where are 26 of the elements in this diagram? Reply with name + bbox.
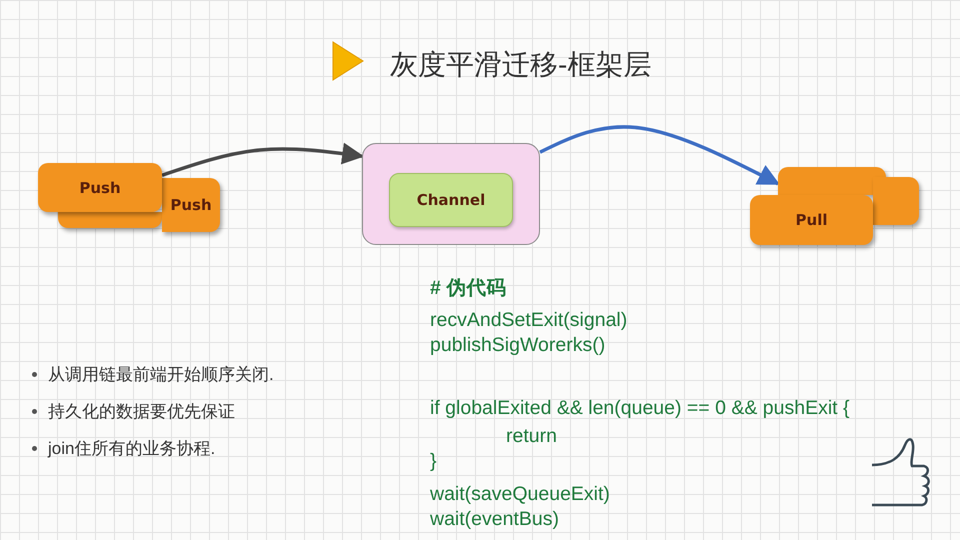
empty-box — [58, 212, 162, 228]
code-line: wait(eventBus) — [430, 507, 559, 531]
bullet-text: 持久化的数据要优先保证 — [48, 401, 235, 423]
code-line: if globalExited && len(queue) == 0 && pushExit { — [430, 396, 850, 420]
code-line: publishSigWorerks() — [430, 333, 606, 357]
node-label: Channel — [416, 191, 486, 209]
title: 灰度平滑迁移-框架层 — [390, 48, 652, 82]
process-box — [38, 163, 162, 212]
code-line: wait(saveQueueExit) — [430, 482, 610, 506]
node-label: Push — [79, 178, 121, 196]
channel-box — [389, 173, 513, 227]
code-line: # 伪代码 — [430, 276, 506, 300]
node-label: Pull — [796, 211, 828, 229]
arrow — [161, 142, 364, 177]
bullet-text: join住所有的业务协程. — [48, 438, 216, 460]
code-line: recvAndSetExit(signal) — [430, 308, 628, 332]
process-box — [750, 195, 873, 245]
bullet-text: 从调用链最前端开始顺序关闭. — [48, 364, 274, 386]
arrow — [539, 125, 780, 186]
code-line: return — [506, 424, 557, 448]
empty-box — [778, 167, 886, 195]
container-box — [362, 143, 540, 245]
empty-box — [873, 177, 919, 225]
node-label: Push — [170, 196, 212, 214]
code-line: } — [430, 449, 437, 473]
process-box — [162, 178, 220, 232]
